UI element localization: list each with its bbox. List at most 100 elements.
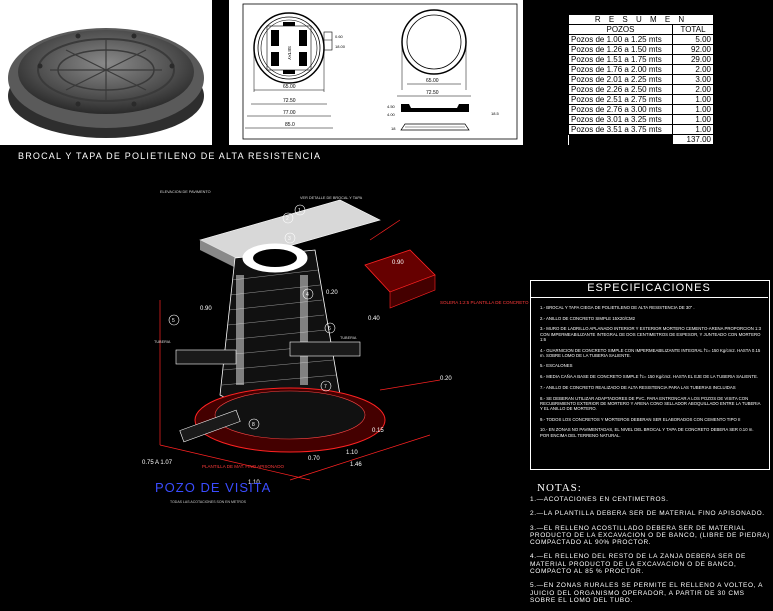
- detail-ref-label: VER DETALLE DE BROCAL Y TAPA: [300, 196, 363, 200]
- callout-2: 2: [286, 216, 289, 222]
- pipe-label-right: TUBERIA: [340, 336, 357, 340]
- section-dim-4: 4.00: [387, 112, 396, 117]
- specifications-title: ESPECIFICACIONES: [587, 282, 711, 294]
- dim-1: 0.70: [308, 456, 320, 462]
- summary-col-pozos: POZOS: [568, 24, 673, 35]
- drawing-title: POZO DE VISITA: [155, 480, 272, 495]
- spec-item: 4.- GUARNICION DE CONCRETO SIMPLE CON IM…: [540, 347, 761, 358]
- section-dim-3: 4.50: [387, 104, 396, 109]
- callout-8: 8: [252, 422, 255, 428]
- callout-3: 3: [288, 236, 291, 242]
- elevation-label: ELEVACION DE PAVIMENTO: [160, 190, 211, 194]
- note-item: 1.—ACOTACIONES EN CENTIMETROS.: [530, 496, 669, 503]
- notes-list: 1.—ACOTACIONES EN CENTIMETROS. 2.—LA PLA…: [530, 496, 770, 611]
- spec-item: 7.- ANILLO DE CONCRETO REALIZADO DE ALTA…: [540, 384, 736, 390]
- dim-5: 0.40: [368, 316, 380, 322]
- row-total: 3.00: [672, 74, 714, 85]
- row-total: 2.00: [672, 64, 714, 75]
- row-total: 1.00: [672, 114, 714, 125]
- summary-table: R E S U M E N POZOS TOTAL Pozos de 1.00 …: [568, 14, 714, 145]
- row-label: Pozos de 1.26 a 1.50 mts: [568, 44, 673, 55]
- row-total: 1.00: [672, 94, 714, 105]
- summary-title: R E S U M E N: [568, 14, 714, 25]
- lid-text: SETAY: [287, 46, 292, 60]
- section-dim-6: 18: [391, 126, 396, 131]
- plan-dim-1: 65.00: [283, 84, 296, 90]
- specifications-list: 1.- BROCAL Y TAPA CIEGA DE POLIETILENO D…: [540, 305, 762, 443]
- row-total: 29.00: [672, 54, 714, 65]
- solera-label: SOLERA 1:2:5 PLANTILLA DE CONCRETO: [440, 300, 529, 305]
- callout-6: 6: [328, 326, 331, 332]
- manhole-cover-photo: [0, 0, 212, 145]
- plan-side-dim-1: 0.60: [335, 34, 344, 39]
- note-item: 2.—LA PLANTILLA DEBERA SER DE MATERIAL F…: [530, 510, 765, 518]
- summary-grand-total: 137.00: [672, 134, 714, 145]
- dim-8: 0.90: [200, 306, 212, 312]
- summary-col-total: TOTAL: [672, 24, 714, 35]
- note-item: 5.—EN ZONAS RURALES SE PERMITE EL RELLEN…: [530, 582, 763, 604]
- row-total: 1.00: [672, 104, 714, 115]
- section-dim-5: 18.5: [491, 111, 500, 116]
- row-label: Pozos de 2.26 a 2.50 mts: [568, 84, 673, 95]
- row-total: 92.00: [672, 44, 714, 55]
- callout-1: 1: [298, 208, 301, 214]
- plan-dim-3: 77.00: [283, 110, 296, 116]
- plan-side-dim-2: 18.00: [335, 44, 346, 49]
- row-label: Pozos de 1.00 a 1.25 mts: [568, 34, 673, 45]
- row-label: Pozos de 1.76 a 2.00 mts: [568, 64, 673, 75]
- note-item: 4.—EL RELLENO DEL RESTO DE LA ZANJA DEBE…: [530, 553, 746, 576]
- row-label: Pozos de 3.01 a 3.25 mts: [568, 114, 673, 125]
- dim-2: 0.75 A 1.07: [142, 460, 173, 466]
- dim-4: 1.46: [350, 462, 362, 468]
- row-label: Pozos de 1.51 a 1.75 mts: [568, 54, 673, 65]
- spec-item: 9.- TODOS LOS CONCRETOS Y MORTEROS DEBER…: [540, 416, 741, 422]
- spec-item: 5.- ESCALONES: [540, 363, 573, 369]
- pipe-label-left: TUBERIA: [154, 340, 171, 344]
- dimension-note: TODAS LAS ACOTACIONES SON EN METROS: [170, 500, 246, 504]
- row-total: 2.00: [672, 84, 714, 95]
- dim-3: 1.10: [346, 450, 358, 456]
- row-total: 1.00: [672, 124, 714, 135]
- spec-item: 10.- EN ZONAS NO PAVIMENTADAS, EL NIVEL …: [540, 427, 754, 438]
- dim-11: 0.20: [440, 376, 452, 382]
- spec-item: 8.- SE DEBERAN UTILIZAR ADAPTADORES DE P…: [540, 395, 761, 411]
- specifications-box: [530, 280, 770, 470]
- plantilla-label: PLANTILLA DE MAT. FINO APISONADO: [202, 464, 284, 469]
- caption: BROCAL Y TAPA DE POLIETILENO DE ALTA RES…: [18, 151, 322, 161]
- section-dim-2: 72.50: [426, 90, 439, 96]
- manhole-isometric-drawing: 1 2 3 4 5 6 7 8 ELEVACION DE PAVIMENTO V…: [140, 180, 528, 500]
- spec-item: 3.- MURO DE LADRILLO APLANADO INTERIOR Y…: [540, 326, 762, 342]
- spec-item: 6.- MEDIA CAÑA A BASE DE CONCRETO SIMPLE…: [540, 374, 759, 380]
- row-label: Pozos de 3.51 a 3.75 mts: [568, 124, 673, 135]
- dim-6: 0.90: [392, 260, 404, 266]
- row-label: Pozos de 2.76 a 3.00 mts: [568, 104, 673, 115]
- dim-10: 0.15: [372, 428, 384, 434]
- notes-title: NOTAS:: [537, 482, 582, 494]
- row-total: 5.00: [672, 34, 714, 45]
- note-item: 3.—EL RELLENO ACOSTILLADO DEBERA SER DE …: [530, 524, 770, 547]
- row-label: Pozos de 2.01 a 2.25 mts: [568, 74, 673, 85]
- plan-dim-4: 85.0: [285, 122, 295, 128]
- row-label: Pozos de 2.51 a 2.75 mts: [568, 94, 673, 105]
- plan-dim-2: 72.50: [283, 98, 296, 104]
- section-dim-1: 65.00: [426, 78, 439, 84]
- divider: [530, 297, 768, 298]
- cover-plan-drawing: SETAY 65.00 72.50 77.00 85.0 0.60 18.00 …: [229, 0, 523, 145]
- dim-9: 1.10: [248, 480, 260, 486]
- callout-5: 5: [172, 318, 175, 324]
- spec-item: 2.- ANILLO DE CONCRETO SIMPLE 15X20/CM2: [540, 315, 635, 321]
- callout-7: 7: [324, 384, 327, 390]
- spec-item: 1.- BROCAL Y TAPA CIEGA DE POLIETILENO D…: [540, 305, 695, 310]
- dim-7: 0.20: [326, 290, 338, 296]
- callout-4: 4: [306, 292, 309, 298]
